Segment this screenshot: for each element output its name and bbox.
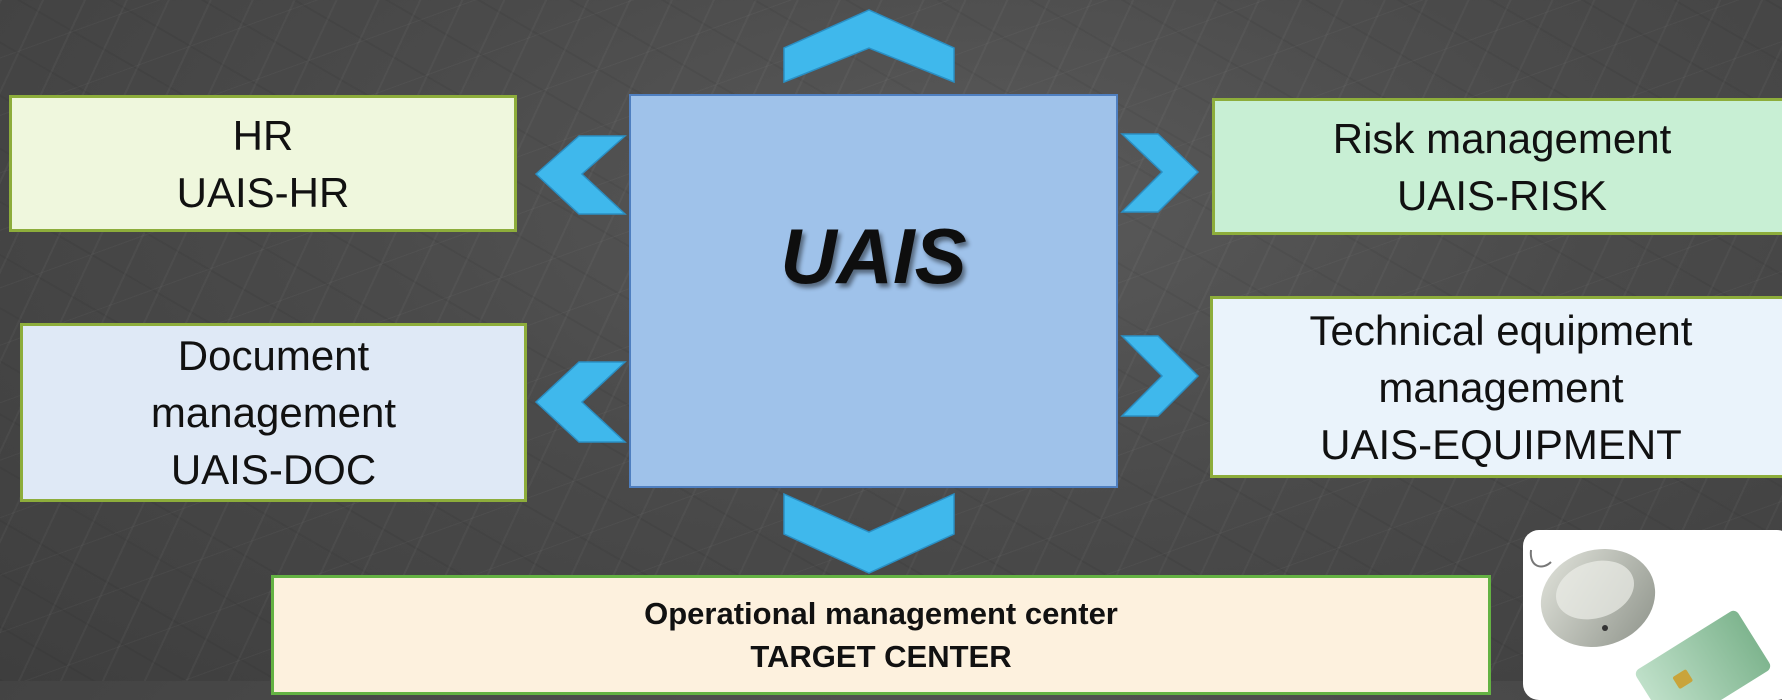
equipment-module-code: UAIS-EQUIPMENT	[1320, 420, 1682, 468]
arrow-left-top-icon	[534, 135, 627, 215]
risk-module-name: Risk management	[1332, 114, 1672, 162]
document-module-code: UAIS-DOC	[170, 446, 377, 493]
operations-center-code: TARGET CENTER	[750, 639, 1012, 674]
hr-module-name: HR	[232, 111, 294, 159]
arrow-down-icon	[783, 492, 955, 574]
equipment-module-name-1: Technical equipment	[1309, 306, 1693, 354]
arrow-right-bottom-icon	[1120, 335, 1200, 417]
arrow-left-bottom-icon	[534, 361, 627, 443]
arrow-layer	[534, 9, 1200, 574]
equipment-module-name-2: management	[1378, 363, 1624, 411]
operations-center-name: Operational management center	[644, 596, 1118, 631]
document-module-name-2: management	[150, 389, 397, 436]
uais-center-box: UAIS	[629, 94, 1118, 488]
arrow-right-top-icon	[1120, 133, 1200, 213]
risk-module-code: UAIS-RISK	[1396, 171, 1608, 219]
risk-module-box: Risk management UAIS-RISK	[1212, 98, 1782, 235]
hr-module-code: UAIS-HR	[176, 168, 350, 216]
hr-module-box: HR UAIS-HR	[9, 95, 517, 232]
equipment-module-box: Technical equipment management UAIS-EQUI…	[1210, 296, 1782, 478]
card-reader-image	[1523, 530, 1782, 700]
operations-center-box: Operational management center TARGET CEN…	[271, 575, 1491, 695]
document-module-name-1: Document	[177, 332, 370, 379]
card-reader-icon	[1529, 548, 1771, 700]
uais-title: UAIS	[780, 212, 967, 300]
arrow-up-icon	[783, 9, 955, 84]
document-module-box: Document management UAIS-DOC	[20, 323, 527, 502]
